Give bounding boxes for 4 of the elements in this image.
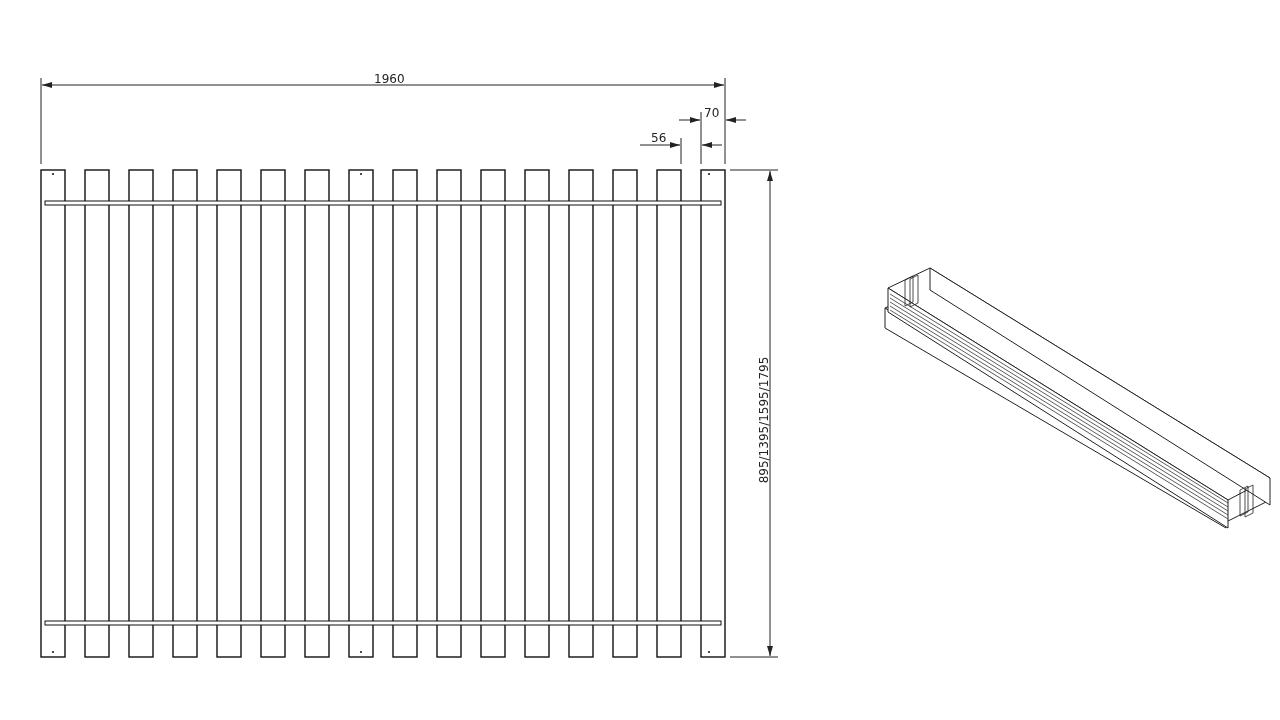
dimension-label: 895/1395/1595/1795 bbox=[756, 356, 771, 484]
dimension-label: 70 bbox=[704, 106, 720, 120]
dimension-label: 1960 bbox=[374, 72, 405, 86]
dimension-label: 56 bbox=[651, 131, 667, 145]
